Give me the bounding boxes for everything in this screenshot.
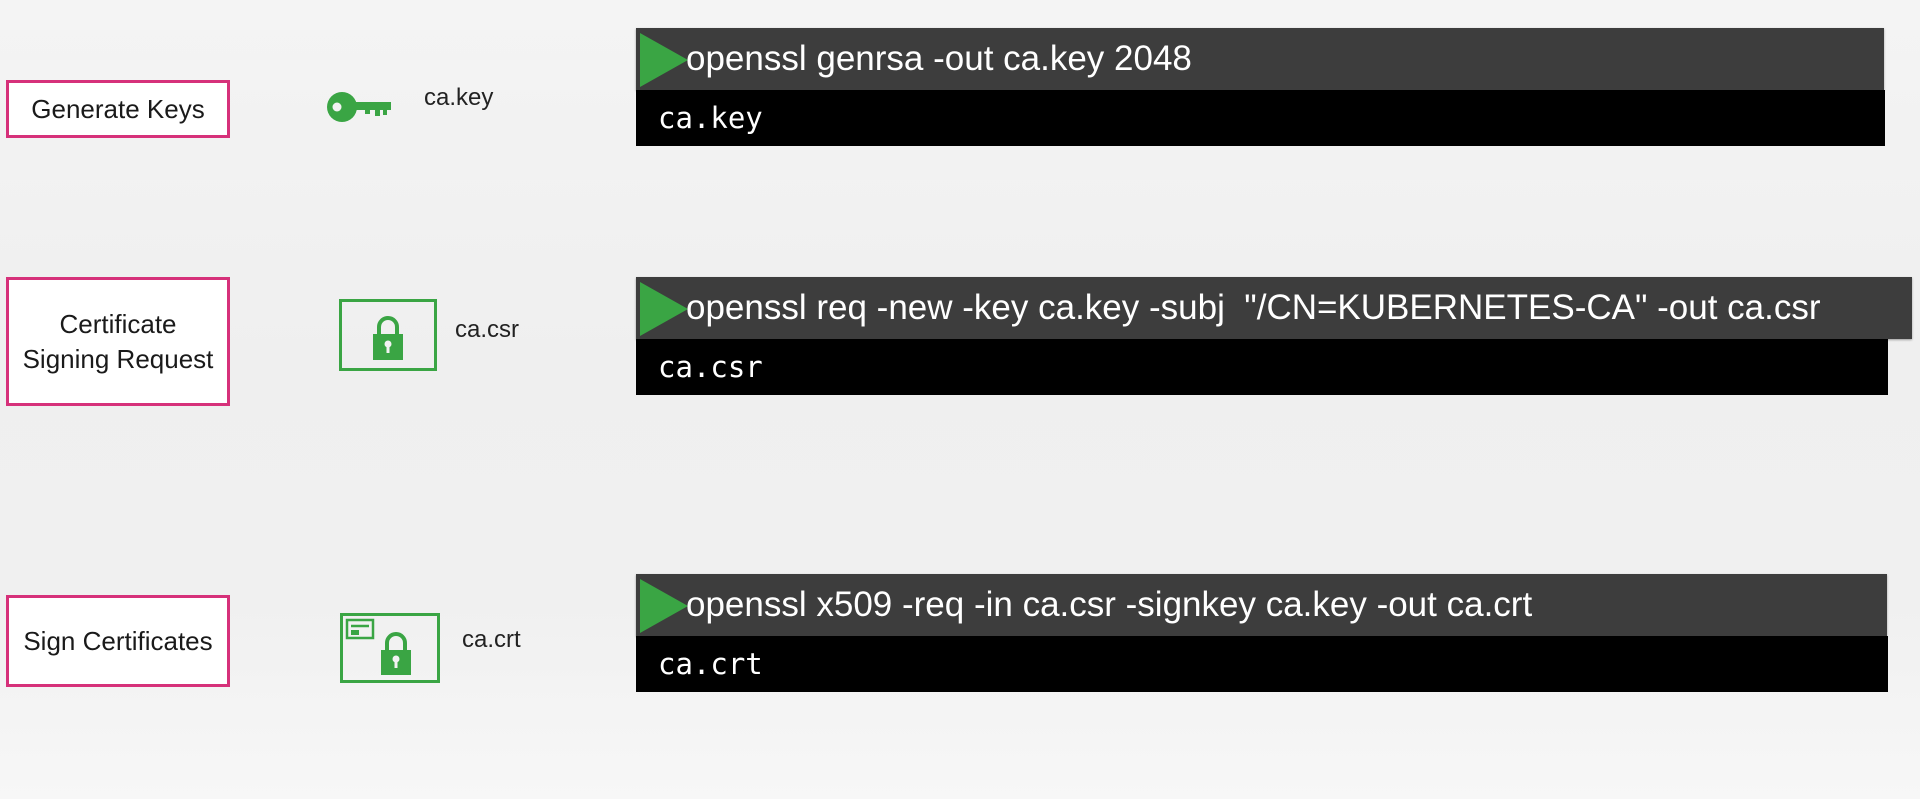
key-icon: [327, 92, 391, 122]
step-label-sign-certificates: Sign Certificates: [6, 595, 230, 687]
command-bar: openssl genrsa -out ca.key 2048: [636, 28, 1884, 90]
step-label-certificate-signing-request: Certificate Signing Request: [6, 277, 230, 406]
artifact-name-ca-key: ca.key: [424, 84, 494, 111]
command-text: openssl x509 -req -in ca.csr -signkey ca…: [686, 585, 1533, 624]
output-text: ca.key: [658, 101, 763, 135]
play-icon: [640, 33, 688, 87]
signed-certificate-icon: [340, 613, 440, 683]
output-bar: ca.crt: [636, 636, 1888, 692]
output-bar: ca.csr: [636, 339, 1888, 395]
lock-certificate-icon: [339, 299, 437, 371]
command-text: openssl genrsa -out ca.key 2048: [686, 39, 1192, 78]
play-icon: [640, 282, 688, 336]
command-bar: openssl x509 -req -in ca.csr -signkey ca…: [636, 574, 1887, 636]
output-text: ca.crt: [658, 647, 763, 681]
artifact-name-ca-crt: ca.crt: [462, 626, 521, 653]
command-bar: openssl req -new -key ca.key -subj "/CN=…: [636, 277, 1912, 339]
output-text: ca.csr: [658, 350, 763, 384]
output-bar: ca.key: [636, 90, 1885, 146]
command-text: openssl req -new -key ca.key -subj "/CN=…: [686, 288, 1821, 327]
step-label-generate-keys: Generate Keys: [6, 80, 230, 138]
artifact-name-ca-csr: ca.csr: [455, 316, 520, 343]
play-icon: [640, 579, 688, 633]
